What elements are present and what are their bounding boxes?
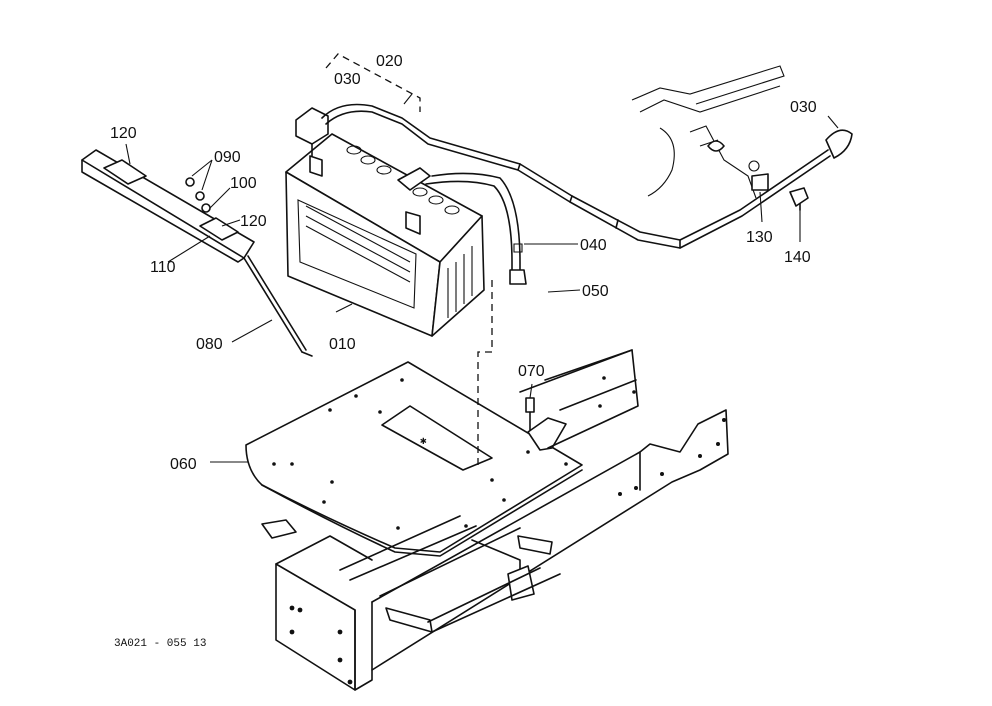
leader-lines [125,93,839,463]
alignment-guides [325,53,493,466]
callout-110: 110 [150,259,176,276]
callout-100: 100 [230,175,257,192]
callout-070: 070 [518,363,545,380]
battery-hold-down-bracket [81,149,535,431]
drawing-code: 3A021 - 055 13 [114,638,206,650]
callout-030-terminal: 030 [790,99,817,116]
callout-130: 130 [746,229,773,246]
callout-labels: 010 020 030 030 040 050 060 070 080 090 … [110,53,817,473]
callout-120-top: 120 [110,125,137,142]
battery [285,107,485,337]
tractor-frame [261,349,729,691]
battery-mounting-plate: ✱ [245,361,583,557]
callout-090: 090 [214,149,241,166]
callout-050: 050 [582,283,609,300]
callout-060: 060 [170,456,197,473]
callout-030-cable: 030 [334,71,361,88]
engine-frame-detail [631,65,809,211]
callout-080: 080 [196,336,223,353]
callout-140: 140 [784,249,811,266]
plate-center-mark: ✱ [420,436,427,448]
callout-120-bracket: 120 [240,213,267,230]
callout-040: 040 [580,237,607,254]
battery-cables [321,103,853,285]
callout-010: 010 [329,336,356,353]
callout-020: 020 [376,53,403,70]
